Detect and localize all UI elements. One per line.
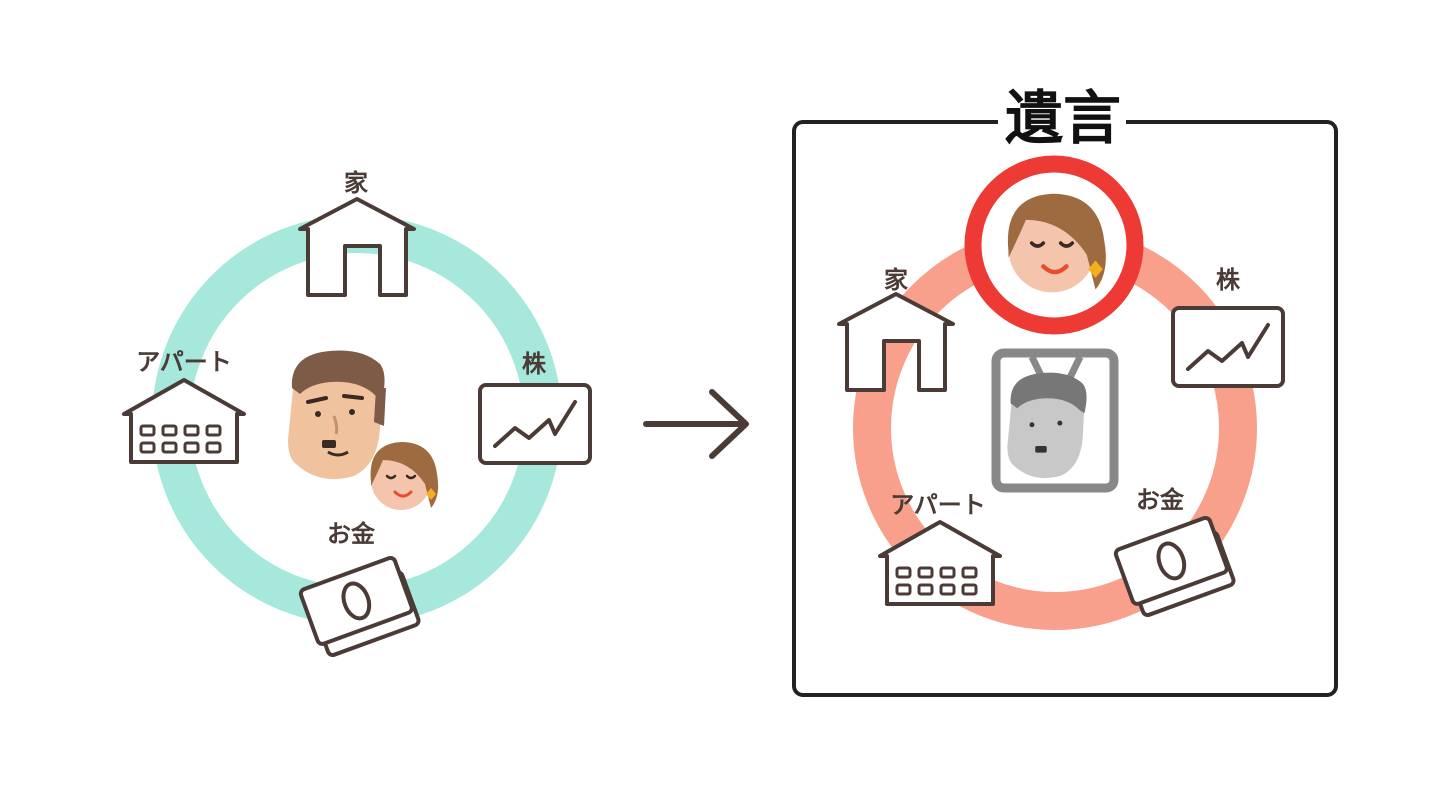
left-label-stock: 株 bbox=[522, 350, 547, 378]
right-label-money: お金 bbox=[1136, 486, 1185, 514]
left-label-money: お金 bbox=[327, 520, 376, 548]
house-icon bbox=[298, 197, 416, 297]
right-label-house: 家 bbox=[884, 266, 908, 294]
apartment-building-icon bbox=[122, 378, 246, 464]
title-backdrop bbox=[998, 96, 1126, 148]
right-arrow-icon bbox=[643, 389, 749, 459]
right-label-stock: 株 bbox=[1216, 266, 1241, 294]
left-label-apartment: アパート bbox=[136, 348, 232, 376]
will-panel: 遺言 家 株 アパート お金 bbox=[792, 84, 1338, 697]
will-title: 遺言 bbox=[1005, 84, 1121, 152]
banknote-stack-icon bbox=[297, 553, 422, 661]
right-label-apartment: アパート bbox=[890, 491, 986, 519]
left-label-house: 家 bbox=[344, 169, 368, 197]
wife-face-icon bbox=[369, 440, 440, 512]
left-diagram: 家 株 アパート お金 bbox=[122, 169, 592, 661]
portrait-frame-icon bbox=[991, 348, 1119, 493]
stock-chart-icon bbox=[478, 383, 592, 465]
stock-chart-icon bbox=[1171, 306, 1285, 388]
husband-face-icon bbox=[286, 348, 388, 482]
